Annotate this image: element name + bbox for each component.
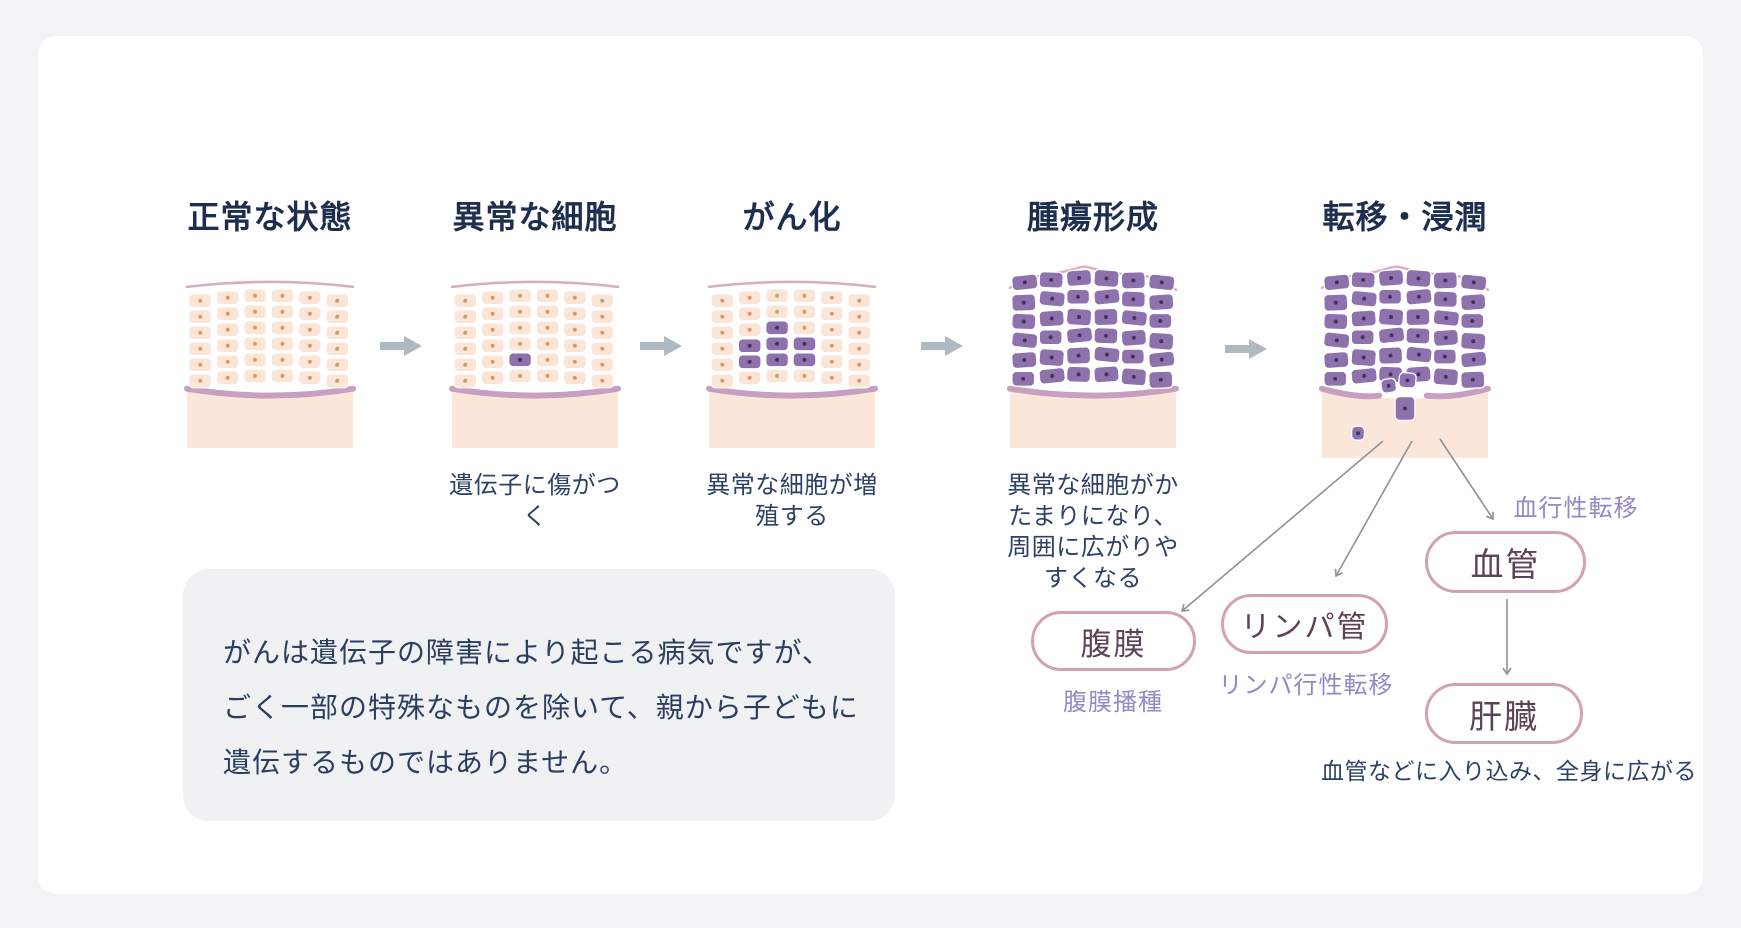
- stage-metastasis: 転移・浸潤: [1316, 196, 1494, 460]
- tissue-illustration-abnormal-cell: [448, 280, 622, 449]
- note-line-3: 遺伝するものではありません。: [223, 746, 629, 779]
- node-liver: 肝臓: [1425, 683, 1583, 744]
- flow-arrow-icon-2: [640, 336, 682, 356]
- node-blood-vessel-label: 血管: [1470, 545, 1541, 584]
- stage-normal: 正常な状態: [181, 196, 359, 460]
- metastasis-branch-arrows: [1180, 438, 1512, 676]
- arrow-to-lymph: [1334, 440, 1413, 578]
- stage-caption-tumor-formation: 異常な細胞がかたまりになり、 周囲に広がりやすくなる: [1007, 471, 1179, 592]
- stage-caption-cancerization: 異常な細胞が増殖する: [706, 471, 878, 530]
- node-peritoneum: 腹膜: [1031, 611, 1196, 671]
- node-blood-vessel: 血管: [1425, 531, 1586, 593]
- node-lymph-vessel: リンパ管: [1221, 594, 1388, 654]
- node-peritoneum-label: 腹膜: [1080, 626, 1147, 663]
- stage-title-tumor-formation: 腫瘍形成: [1026, 198, 1159, 236]
- tissue-illustration-cancerization: [705, 280, 879, 449]
- stage-cancerization: がん化 異常な細胞が増殖する: [703, 196, 881, 532]
- stage-caption-abnormal-cell: 遺伝子に傷がつく: [449, 471, 621, 530]
- flow-arrow-icon-3: [921, 336, 963, 356]
- arrow-to-peritoneum: [1180, 440, 1384, 612]
- stage-title-cancerization: がん化: [742, 198, 842, 236]
- note-line-2: ごく一部の特殊なものを除いて、親から子どもに: [223, 691, 859, 724]
- route-label-peritoneal-dissemination: 腹膜播種: [1063, 688, 1163, 716]
- diagram-card: 正常な状態 異常な細胞 遺伝子に傷がつく がん化 異常な細胞が増殖する 腫瘍形成…: [38, 36, 1703, 894]
- tissue-illustration-normal: [183, 280, 357, 449]
- route-label-hematogenous: 血行性転移: [1513, 494, 1639, 522]
- stage-title-normal: 正常な状態: [187, 198, 353, 236]
- stage-title-metastasis: 転移・浸潤: [1322, 198, 1488, 236]
- route-label-lymphogenous: リンパ行性転移: [1218, 671, 1394, 699]
- stage-abnormal-cell: 異常な細胞 遺伝子に傷がつく: [446, 196, 624, 532]
- arrow-to-blood: [1439, 438, 1494, 521]
- note-box: がんは遺伝子の障害により起こる病気ですが、 ごく一部の特殊なものを除いて、親から…: [183, 569, 895, 821]
- note-line-1: がんは遺伝子の障害により起こる病気ですが、: [223, 636, 831, 669]
- flow-arrow-icon-4: [1225, 339, 1267, 359]
- flow-arrow-icon-1: [380, 336, 422, 356]
- node-liver-label: 肝臓: [1469, 696, 1539, 736]
- tissue-illustration-tumor-formation: [1006, 265, 1180, 449]
- node-lymph-vessel-label: リンパ管: [1240, 610, 1369, 645]
- stage-tumor-formation: 腫瘍形成 異常な細胞がかたまりになり、 周囲に広がりやすくなる: [1004, 196, 1182, 594]
- tissue-illustration-metastasis: [1318, 265, 1492, 458]
- metastasis-bottom-caption: 血管などに入り込み、全身に広がる: [1321, 759, 1697, 785]
- stage-title-abnormal-cell: 異常な細胞: [452, 198, 618, 236]
